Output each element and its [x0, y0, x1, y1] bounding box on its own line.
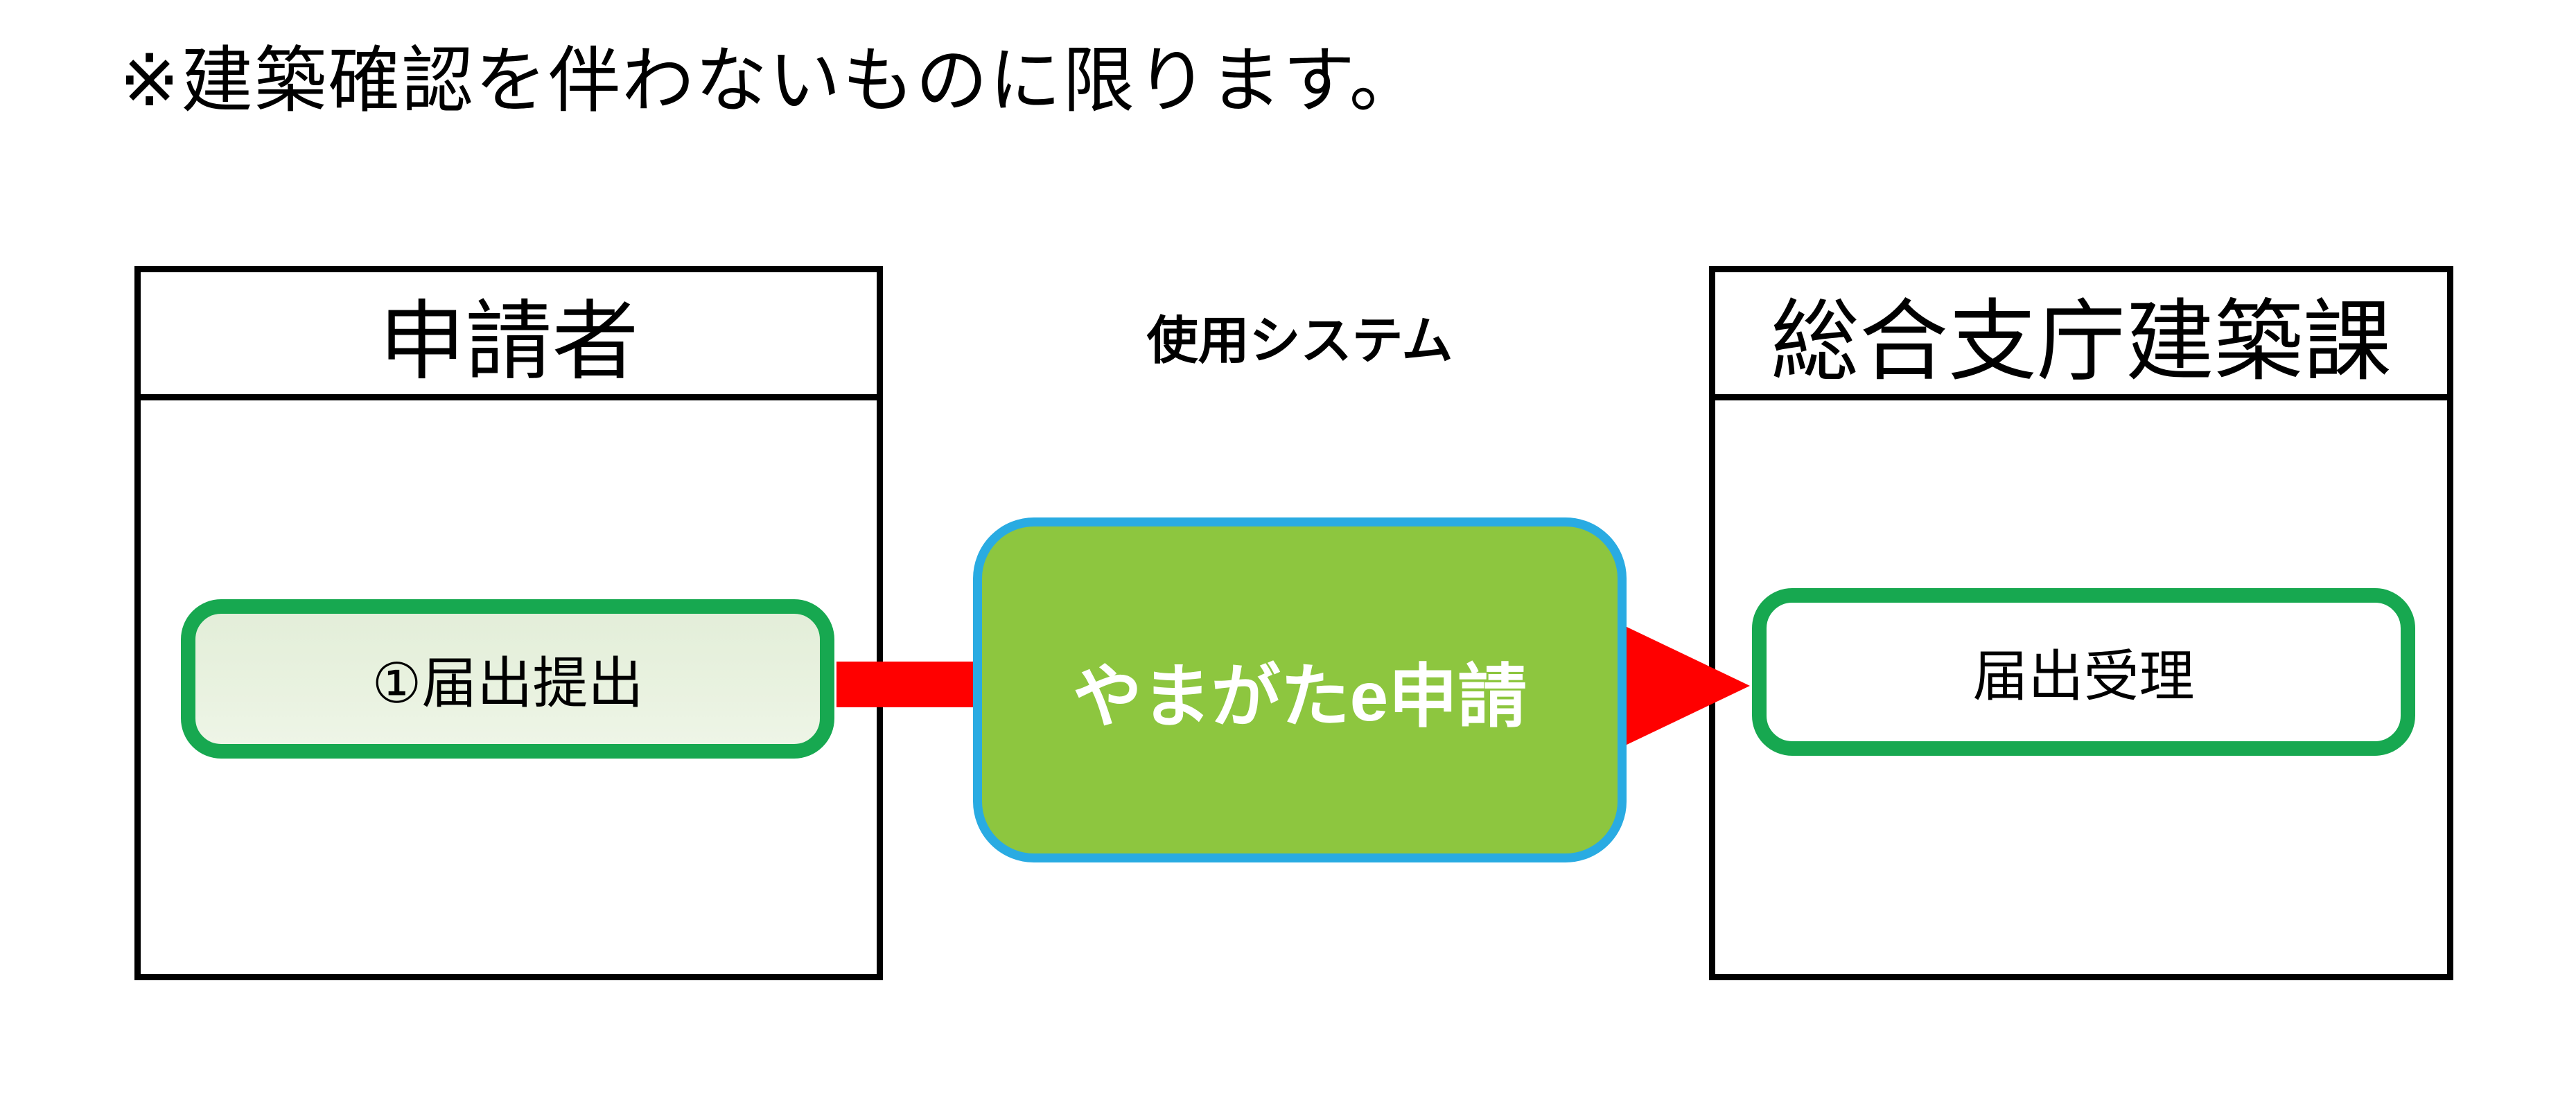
step-notification-accept: 届出受理	[1752, 588, 2415, 756]
lane-applicant-title: 申請者	[378, 293, 639, 390]
red-arrowhead-right	[1622, 625, 1750, 747]
restriction-note: ※建築確認を伴わないものに限ります。	[119, 41, 1423, 121]
system-box-label: やまがたe申請	[1072, 657, 1527, 736]
red-connector-bar	[836, 662, 977, 707]
system-label: 使用システム	[1146, 312, 1453, 369]
step-notification-submit: ①届出提出	[181, 599, 834, 759]
lane-building-division-header: 総合支庁建築課	[1715, 272, 2447, 400]
step-notification-accept-label: 届出受理	[1972, 646, 2195, 707]
step-notification-submit-label: ①届出提出	[371, 653, 644, 714]
lane-building-division-title: 総合支庁建築課	[1770, 292, 2392, 391]
system-box-yamagata-e-shinsei: やまがたe申請	[973, 517, 1627, 862]
lane-applicant-header: 申請者	[141, 272, 877, 400]
